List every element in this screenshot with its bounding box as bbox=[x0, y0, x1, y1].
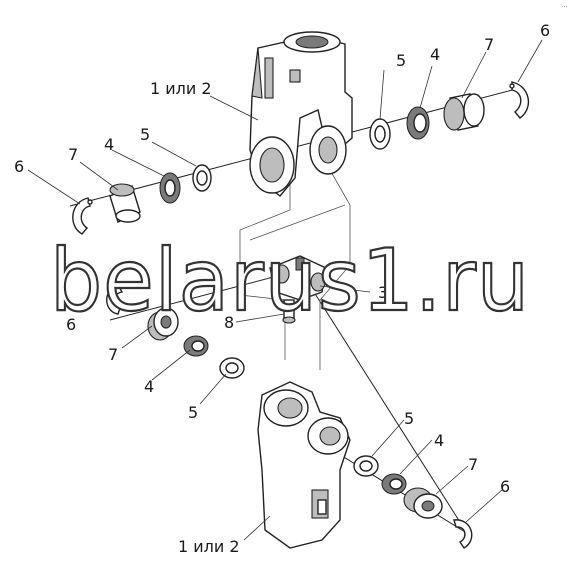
bottom-right-retaining-ring bbox=[453, 519, 473, 549]
callout-ring-mid-left: 6 bbox=[66, 315, 76, 334]
leader-lines bbox=[27, 39, 543, 541]
top-right-retaining-ring bbox=[509, 81, 530, 119]
callout-bottom-yoke: 1 или 2 bbox=[178, 537, 240, 556]
cross-spider bbox=[269, 255, 327, 301]
callout-bearing-top-left: 7 bbox=[68, 145, 78, 164]
bottom-right-bearing bbox=[403, 487, 443, 519]
callout-seal-bottom-right: 4 bbox=[434, 431, 444, 450]
mid-left-retaining-ring bbox=[106, 284, 124, 315]
top-left-retaining-ring bbox=[72, 197, 93, 235]
mid-left-seal bbox=[183, 335, 209, 357]
callout-washer-mid-left: 5 bbox=[188, 403, 198, 422]
bottom-yoke bbox=[257, 381, 351, 549]
top-left-bearing bbox=[109, 183, 141, 223]
top-right-bearing bbox=[443, 93, 485, 131]
callout-ring-top-right: 6 bbox=[540, 21, 550, 40]
bottom-right-seal bbox=[381, 473, 407, 495]
bottom-right-washer bbox=[353, 455, 379, 477]
top-right-seal bbox=[406, 106, 430, 140]
callout-seal-top-left: 4 bbox=[104, 135, 114, 154]
callout-ring-bottom-right: 6 bbox=[500, 477, 510, 496]
callout-seal-top-right: 4 bbox=[430, 45, 440, 64]
callout-top-yoke: 1 или 2 bbox=[150, 79, 212, 98]
mid-left-washer bbox=[219, 357, 245, 379]
top-yoke bbox=[249, 31, 353, 197]
callout-labels: 1 или 2 5 4 7 6 6 7 4 5 3 6 8 7 4 5 5 4 … bbox=[14, 21, 550, 556]
watermark-text: belarus1.ru bbox=[50, 231, 530, 331]
callout-bearing-mid-left: 7 bbox=[108, 345, 118, 364]
callout-washer-bottom-right: 5 bbox=[404, 409, 414, 428]
corner-mark: ··· bbox=[561, 3, 568, 11]
top-right-washer bbox=[369, 118, 391, 150]
grease-fitting bbox=[282, 299, 296, 324]
callout-cross: 3 bbox=[378, 283, 388, 302]
callout-bearing-top-right: 7 bbox=[484, 35, 494, 54]
mid-left-bearing bbox=[147, 307, 179, 341]
callout-bearing-bottom-right: 7 bbox=[468, 455, 478, 474]
callout-seal-mid-left: 4 bbox=[144, 377, 154, 396]
callout-ring-top-left: 6 bbox=[14, 157, 24, 176]
top-left-washer bbox=[192, 164, 212, 192]
callout-washer-top-left: 5 bbox=[140, 125, 150, 144]
callout-washer-top-right: 5 bbox=[396, 51, 406, 70]
top-left-seal bbox=[159, 172, 181, 204]
callout-grease-fitting: 8 bbox=[224, 313, 234, 332]
